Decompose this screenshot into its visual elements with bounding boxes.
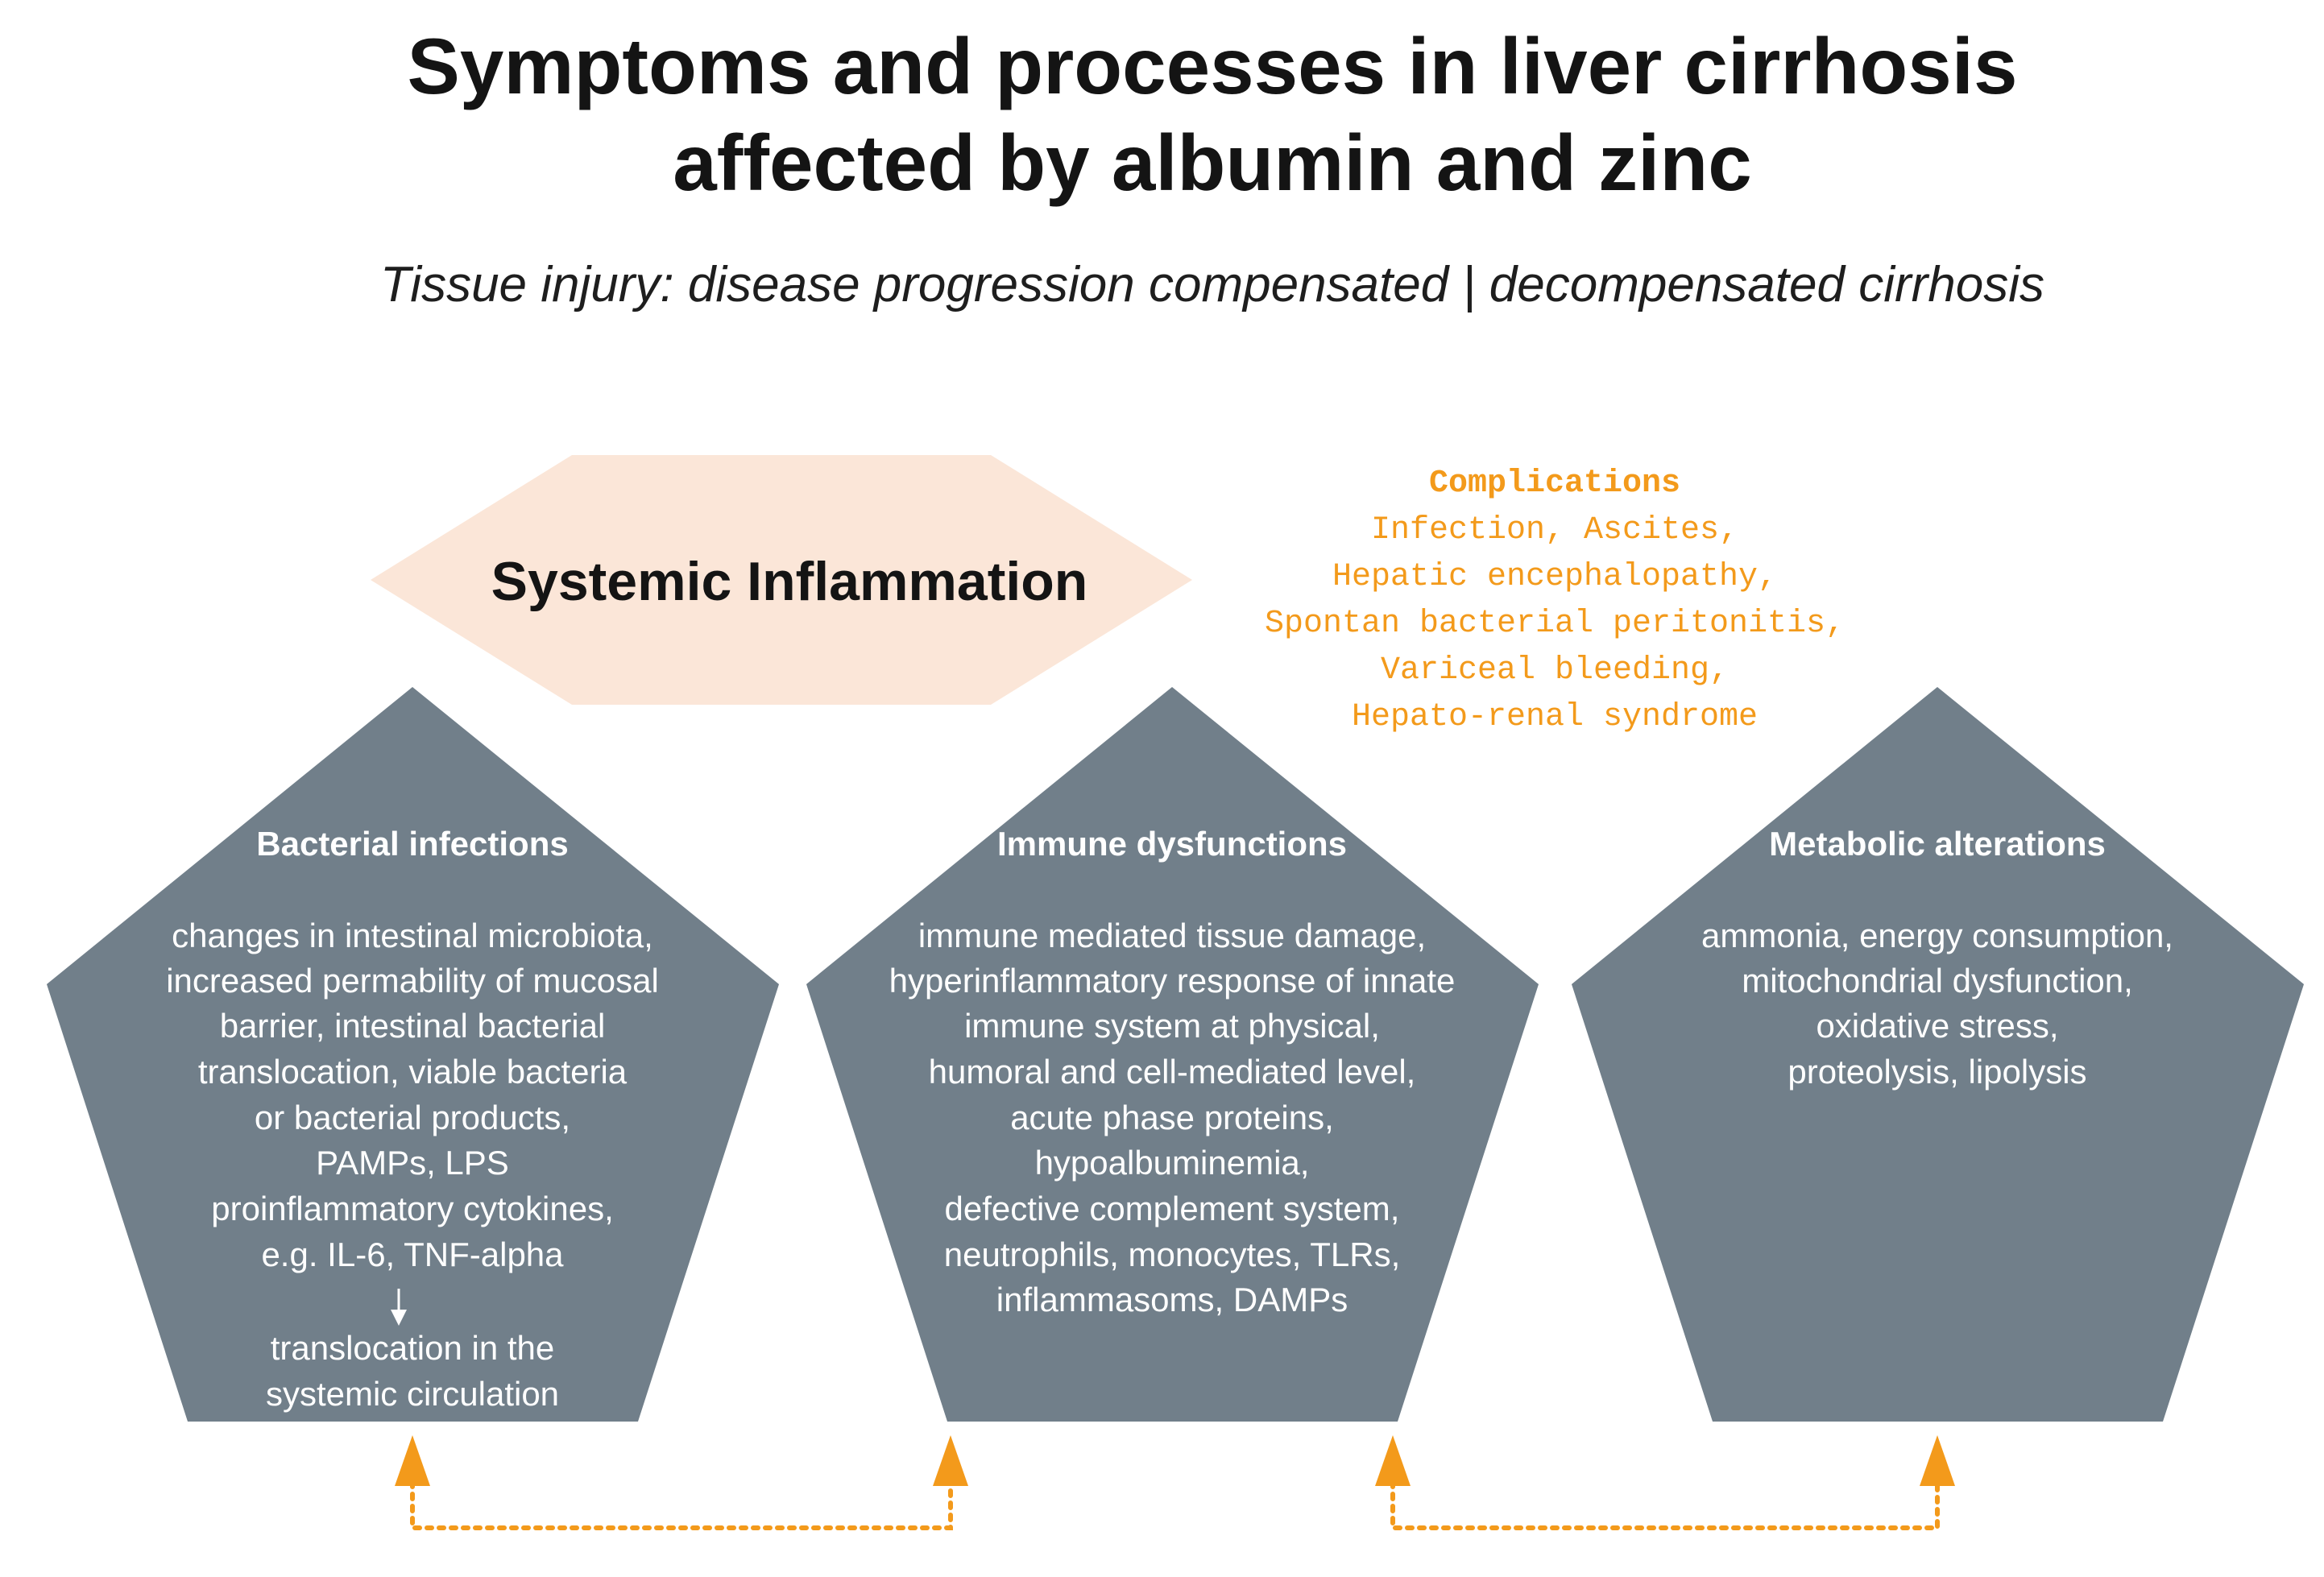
- pentagon-title: Metabolic alterations: [1769, 825, 2106, 863]
- pentagon-text-line: neutrophils, monocytes, TLRs,: [944, 1236, 1401, 1273]
- complication-line: Infection, Ascites,: [1371, 512, 1738, 548]
- arrowhead-icon: [933, 1435, 968, 1486]
- pentagon-text-line: changes in intestinal microbiota,: [172, 917, 653, 954]
- title-line-2: affected by albumin and zinc: [673, 118, 1752, 207]
- pentagon-shape: [806, 687, 1539, 1422]
- title-line-1: Symptoms and processes in liver cirrhosi…: [407, 22, 2018, 110]
- complications-title: Complications: [1429, 466, 1680, 502]
- complication-line: Variceal bleeding,: [1381, 652, 1729, 689]
- pentagon-shape: [1572, 687, 2304, 1422]
- pentagon-text-line: translocation, viable bacteria: [198, 1053, 628, 1091]
- complications-block: Complications Infection, Ascites, Hepati…: [1265, 466, 1845, 735]
- pentagon-text-line: proinflammatory cytokines,: [211, 1190, 614, 1227]
- pentagon-title: Immune dysfunctions: [997, 825, 1347, 863]
- pentagon-text-line: barrier, intestinal bacterial: [220, 1007, 606, 1045]
- pentagon-text-line: oxidative stress,: [1816, 1007, 2058, 1045]
- complication-line: Hepatic encephalopathy,: [1332, 559, 1777, 595]
- diagram-title: Symptoms and processes in liver cirrhosi…: [0, 18, 2324, 211]
- arrowhead-icon: [1375, 1435, 1411, 1486]
- pentagon-text-line: inflammasoms, DAMPs: [996, 1281, 1348, 1318]
- pentagon-text-line: proteolysis, lipolysis: [1788, 1053, 2086, 1091]
- pentagon-shape: [47, 687, 779, 1422]
- pentagon-text-line: increased permability of mucosal: [166, 962, 659, 1000]
- pentagon-text-line: humoral and cell-mediated level,: [929, 1053, 1416, 1091]
- pentagon-text-line: e.g. IL-6, TNF-alpha: [261, 1236, 564, 1273]
- pentagon-title: Bacterial infections: [256, 825, 568, 863]
- pentagon-immune-dysfunctions: Immune dysfunctions immune mediated tiss…: [806, 687, 1539, 1422]
- pentagon-text-line: hypoalbuminemia,: [1035, 1144, 1310, 1182]
- complication-line: Spontan bacterial peritonitis,: [1265, 606, 1845, 642]
- systemic-inflammation-label: Systemic Inflammation: [491, 551, 1088, 612]
- pentagon-text-line: or bacterial products,: [255, 1099, 570, 1136]
- connector-bacterial-immune: [395, 1435, 968, 1530]
- pentagon-text-line: PAMPs, LPS: [316, 1144, 509, 1182]
- pentagon-text-line: defective complement system,: [945, 1190, 1400, 1227]
- diagram-subtitle: Tissue injury: disease progression compe…: [379, 257, 2045, 313]
- pentagon-text-line: hyperinflammatory response of innate: [889, 962, 1456, 1000]
- complication-line: Hepato-renal syndrome: [1352, 699, 1758, 735]
- pentagon-text-line: immune mediated tissue damage,: [918, 917, 1426, 954]
- pentagon-text-line: immune system at physical,: [964, 1007, 1380, 1045]
- pentagon-bacterial-infections: Bacterial infections changes in intestin…: [47, 687, 779, 1422]
- pentagon-metabolic-alterations: Metabolic alterations ammonia, energy co…: [1572, 687, 2304, 1422]
- systemic-inflammation-hexagon: [371, 455, 1192, 705]
- down-arrow-icon: [391, 1289, 407, 1326]
- pentagon-text-line: acute phase proteins,: [1010, 1099, 1334, 1136]
- arrowhead-icon: [395, 1435, 430, 1486]
- pentagon-text-line: mitochondrial dysfunction,: [1742, 962, 2133, 1000]
- pentagon-text-line: systemic circulation: [266, 1375, 559, 1413]
- connector-immune-metabolic: [1375, 1435, 1955, 1530]
- pentagon-text-line: ammonia, energy consumption,: [1701, 917, 2173, 954]
- pentagon-text-line: translocation in the: [271, 1329, 555, 1367]
- arrowhead-icon: [1920, 1435, 1955, 1486]
